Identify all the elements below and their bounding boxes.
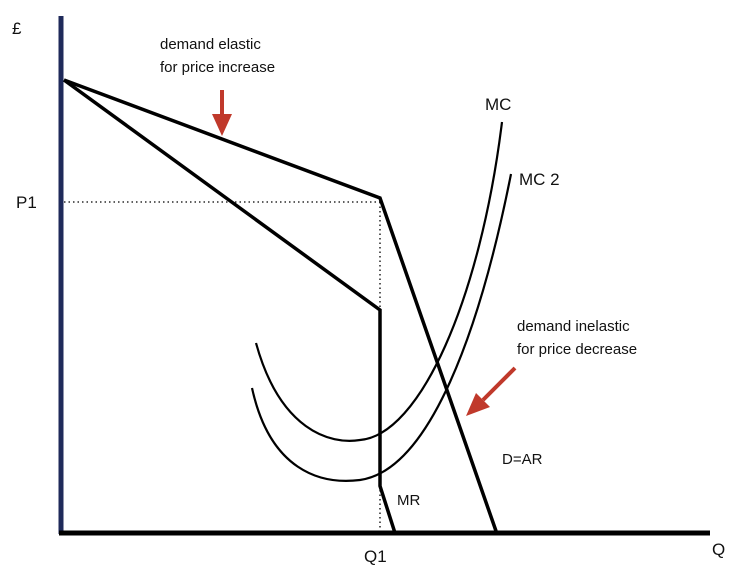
x-axis-label: Q — [712, 540, 725, 559]
demand-curve — [63, 78, 498, 532]
marginal-revenue-curve — [62, 78, 397, 534]
elastic-annotation-line1: demand elastic — [160, 36, 261, 53]
mr-label: MR — [397, 492, 420, 509]
mc-label: MC — [485, 95, 511, 114]
demand-label: D=AR — [502, 451, 543, 468]
mc2-curve — [250, 173, 513, 482]
inelastic-arrow — [466, 366, 517, 416]
quantity-label: Q1 — [364, 547, 387, 566]
inelastic-annotation-line1: demand inelastic — [517, 318, 630, 335]
mc-curve — [254, 121, 504, 442]
inelastic-annotation-line2: for price decrease — [517, 341, 637, 358]
elastic-annotation-line2: for price increase — [160, 59, 275, 76]
mc2-label: MC 2 — [519, 170, 560, 189]
y-axis-label: £ — [12, 19, 22, 38]
elastic-arrow — [212, 90, 232, 136]
price-label: P1 — [16, 193, 37, 212]
